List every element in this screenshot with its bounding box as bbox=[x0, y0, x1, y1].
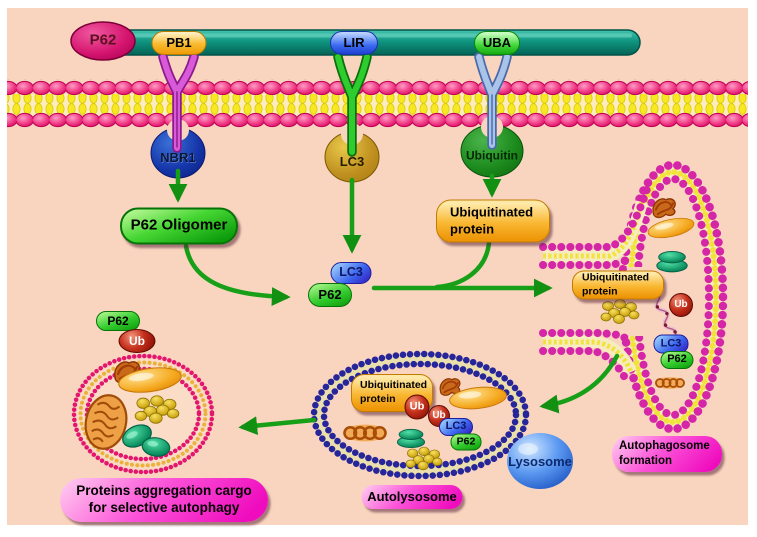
phago-ub-badge: Ub bbox=[669, 293, 693, 317]
p62-protein-label: P62 bbox=[89, 31, 117, 49]
phago-lc3-pill: LC3 bbox=[653, 334, 689, 354]
autophagosome-formation-pill: Autophagosome formation bbox=[612, 436, 722, 472]
domain-lir: LIR bbox=[330, 31, 378, 55]
lysosome-sphere bbox=[507, 433, 573, 489]
mitochondria-coil-icon bbox=[341, 423, 389, 443]
arrow-to-aggregate bbox=[238, 416, 317, 436]
autolysosome-pill: Autolysosome bbox=[361, 485, 463, 509]
pb1-nbr1-linker bbox=[158, 52, 199, 153]
ubiquitinated-line1: Ubiquitinated bbox=[450, 204, 534, 220]
ubiquitinated-line1: Ubiquitinated bbox=[582, 271, 650, 284]
mitochondria-coil-icon bbox=[654, 376, 686, 390]
arrow-to-autolysosome bbox=[539, 353, 620, 414]
lir-lc3-linker bbox=[333, 52, 372, 157]
phago-ubiquitinated-pill: Ubiquitinated protein bbox=[572, 270, 664, 300]
lysosome-label: Lysosome bbox=[508, 453, 572, 469]
aggregate-p62-pill: P62 bbox=[96, 311, 140, 331]
protein-tangle-icon bbox=[651, 197, 677, 219]
lc3-cup-label: LC3 bbox=[339, 153, 365, 169]
arrow-oligomer-to-p62 bbox=[183, 243, 291, 306]
autophagosome-line2: formation bbox=[619, 455, 673, 467]
nbr1-label: NBR1 bbox=[160, 149, 196, 165]
ubiquitinated-protein-pill: Ubiquitinated protein bbox=[436, 199, 550, 243]
ubiquitinated-line2: protein bbox=[582, 285, 618, 297]
cargo-line1: Proteins aggregation cargo bbox=[76, 483, 252, 499]
green-disc-icon bbox=[396, 428, 426, 449]
aggregation-cargo-pill: Proteins aggregation cargo for selective… bbox=[60, 478, 268, 522]
pathway-arrows bbox=[168, 168, 620, 436]
p62-pill: P62 bbox=[308, 283, 352, 307]
autophagosome-line1: Autophagosome bbox=[619, 440, 710, 453]
green-disc-icon bbox=[656, 250, 688, 273]
phago-p62-pill: P62 bbox=[660, 351, 694, 369]
membrane-bilayer bbox=[7, 79, 748, 128]
aggregate-ub-badge: Ub bbox=[118, 329, 156, 353]
autolysosome-membrane bbox=[310, 350, 530, 480]
p62-protein-ellipse bbox=[70, 21, 136, 61]
auto-ub-badge-1: Ub bbox=[404, 394, 430, 420]
ubiquitinated-line2: protein bbox=[450, 221, 495, 236]
aggregation-vesicle bbox=[71, 353, 215, 475]
uba-ubiquitin-linker bbox=[474, 52, 512, 150]
auto-p62-pill: P62 bbox=[450, 433, 482, 451]
domain-uba: UBA bbox=[474, 31, 520, 55]
domain-pb1: PB1 bbox=[151, 31, 207, 55]
cargo-line2: for selective autophagy bbox=[88, 500, 240, 515]
ubiquitin-cup-label: Ubiquitin bbox=[466, 148, 518, 163]
lc3-pill: LC3 bbox=[330, 262, 372, 284]
ubiquitinated-line1: Ubiquitinated bbox=[360, 379, 428, 392]
ubiquitinated-line2: protein bbox=[360, 393, 396, 405]
p62-oligomer-pill: P62 Oligomer bbox=[120, 207, 238, 245]
